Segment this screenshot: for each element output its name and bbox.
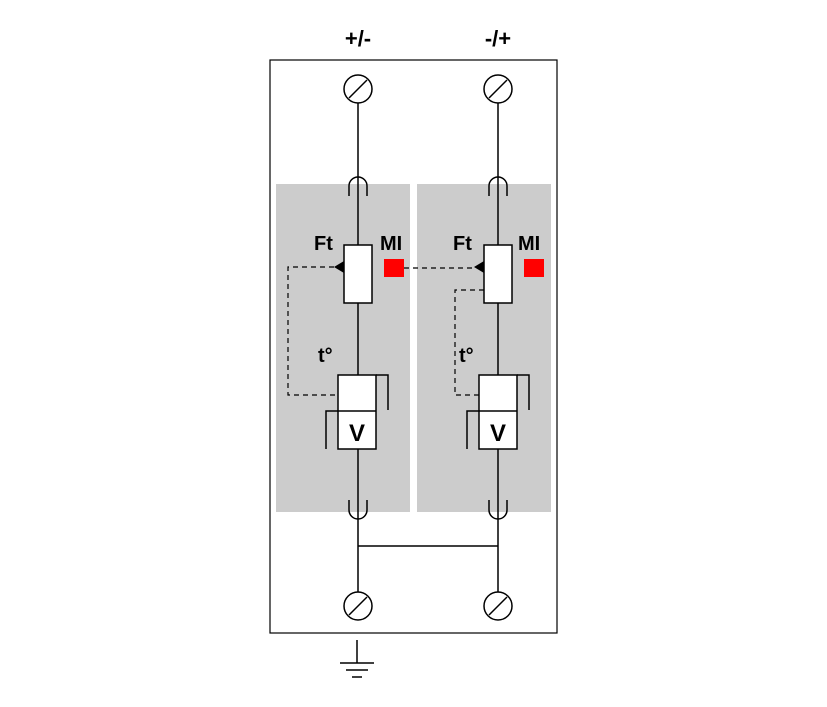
right-terminal-label: -/+	[485, 26, 511, 51]
plug-contact-icon	[348, 500, 508, 520]
varistor-label-left: V	[349, 420, 365, 447]
left-terminal-label: +/-	[345, 26, 371, 51]
ft-label-left: Ft	[314, 233, 333, 255]
screw-terminal-icon	[343, 74, 373, 104]
mi-label-right: MI	[518, 233, 540, 255]
ft-label-right: Ft	[453, 233, 472, 255]
arrow-icon	[474, 261, 484, 273]
mi-indicator-left	[384, 259, 404, 277]
mi-label-left: MI	[380, 233, 402, 255]
mi-indicator-right	[524, 259, 544, 277]
varistor-left	[337, 374, 377, 450]
module-left	[276, 184, 410, 512]
module-right	[417, 184, 551, 512]
screw-terminal-icon	[483, 74, 513, 104]
ground-icon	[340, 640, 374, 678]
varistor-right	[478, 374, 518, 450]
screw-terminal-icon	[343, 591, 373, 621]
arrow-icon	[334, 261, 344, 273]
thermal-disconnector-right	[483, 244, 513, 304]
thermal-disconnector-left	[343, 244, 373, 304]
temp-label-left: t°	[318, 345, 333, 367]
temp-label-right: t°	[459, 345, 474, 367]
plug-contact-icon	[348, 176, 508, 196]
varistor-label-right: V	[490, 420, 506, 447]
thermal-link	[287, 266, 484, 396]
screw-terminal-icon	[483, 591, 513, 621]
